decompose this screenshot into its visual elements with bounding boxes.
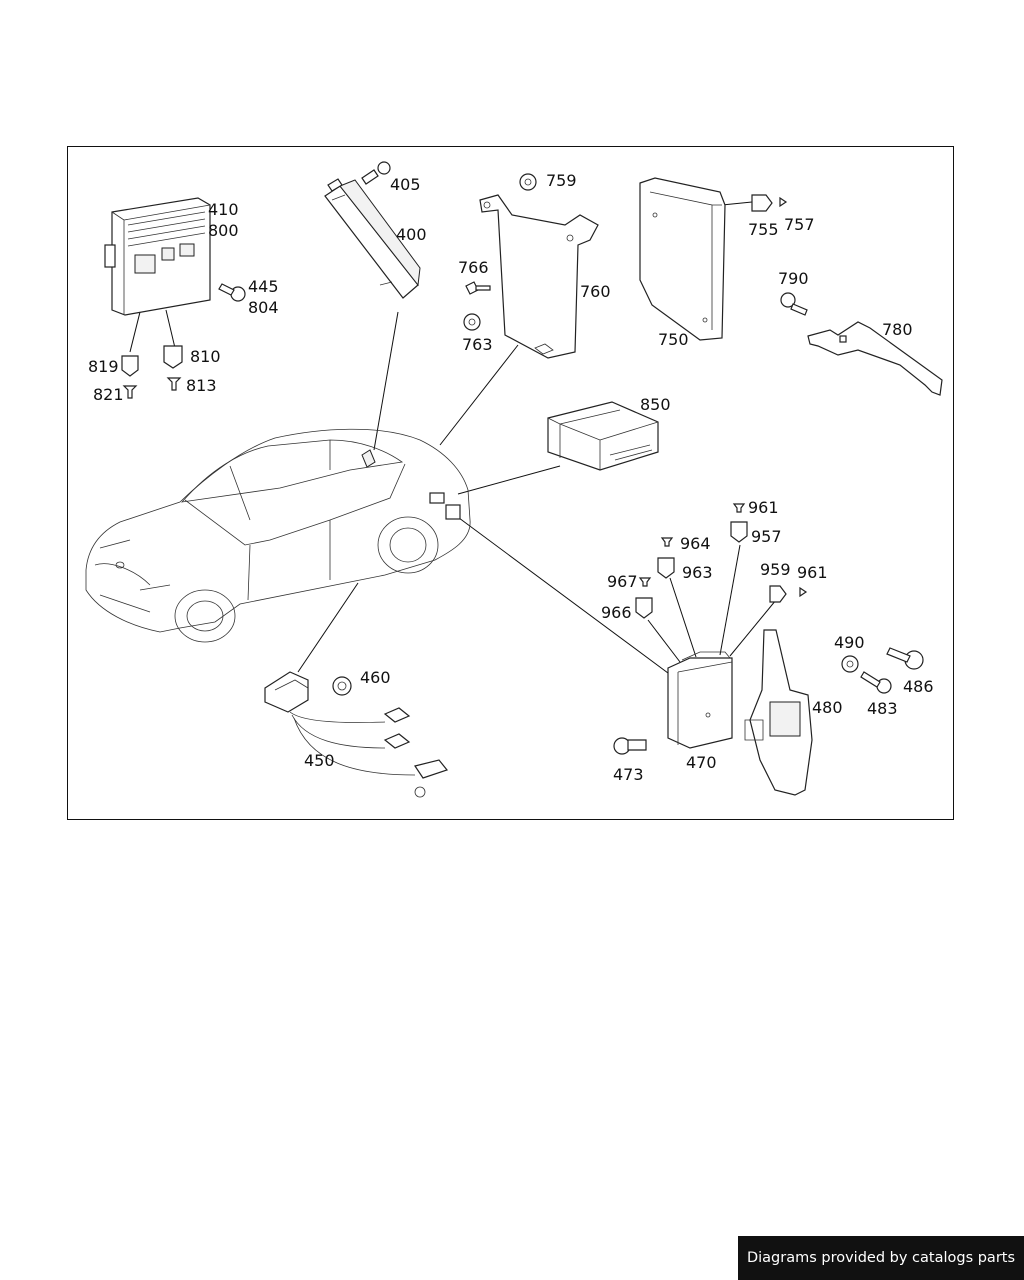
bolt-483 <box>860 671 892 694</box>
grommet-460 <box>332 676 352 696</box>
label-804: 804 <box>248 298 279 317</box>
label-470: 470 <box>686 753 717 772</box>
label-483: 483 <box>867 699 898 718</box>
label-850: 850 <box>640 395 671 414</box>
label-405: 405 <box>390 175 421 194</box>
label-410: 410 <box>208 200 239 219</box>
label-813: 813 <box>186 376 217 395</box>
bracket-780 <box>807 321 943 396</box>
label-959: 959 <box>760 560 791 579</box>
leader-lines <box>129 201 777 677</box>
nut-759 <box>519 173 537 191</box>
label-810: 810 <box>190 347 221 366</box>
label-819: 819 <box>88 357 119 376</box>
label-486: 486 <box>903 677 934 696</box>
label-473: 473 <box>613 765 644 784</box>
screw-405 <box>361 161 391 185</box>
label-490: 490 <box>834 633 865 652</box>
label-760: 760 <box>580 282 611 301</box>
label-763: 763 <box>462 335 493 354</box>
label-961-b: 961 <box>797 563 828 582</box>
label-757: 757 <box>784 215 815 234</box>
screw-766 <box>465 281 491 295</box>
label-966: 966 <box>601 603 632 622</box>
label-790: 790 <box>778 269 809 288</box>
label-961-a: 961 <box>748 498 779 517</box>
module-400 <box>324 178 421 299</box>
unit-850 <box>547 401 659 471</box>
screw-790 <box>780 292 808 316</box>
washer-490 <box>841 655 859 673</box>
label-450: 450 <box>304 751 335 770</box>
label-755: 755 <box>748 220 779 239</box>
module-470 <box>667 651 733 749</box>
label-780: 780 <box>882 320 913 339</box>
label-967: 967 <box>607 572 638 591</box>
panel-750 <box>639 177 726 341</box>
label-460: 460 <box>360 668 391 687</box>
label-766: 766 <box>458 258 489 277</box>
label-759: 759 <box>546 171 577 190</box>
vehicle-outline <box>85 428 471 643</box>
control-unit-410 <box>104 197 211 316</box>
diagram-frame <box>67 146 954 820</box>
label-400: 400 <box>396 225 427 244</box>
label-480: 480 <box>812 698 843 717</box>
screw-473 <box>613 737 647 755</box>
bracket-760 <box>479 194 599 359</box>
label-821: 821 <box>93 385 124 404</box>
bracket-480 <box>744 629 813 796</box>
footer-credit: Diagrams provided by catalogs parts <box>738 1236 1024 1280</box>
harness-450 <box>264 671 449 798</box>
label-963: 963 <box>682 563 713 582</box>
label-800: 800 <box>208 221 239 240</box>
label-957: 957 <box>751 527 782 546</box>
connectors-group <box>635 503 808 619</box>
clips-819-821 <box>121 345 183 399</box>
screw-445 <box>218 283 246 302</box>
callout-labels: 410 800 405 400 759 760 766 763 755 757 … <box>88 171 934 784</box>
nut-763 <box>463 313 481 331</box>
clip-755-757 <box>751 194 788 212</box>
label-445: 445 <box>248 277 279 296</box>
bolt-486 <box>886 647 924 670</box>
label-964: 964 <box>680 534 711 553</box>
label-750: 750 <box>658 330 689 349</box>
